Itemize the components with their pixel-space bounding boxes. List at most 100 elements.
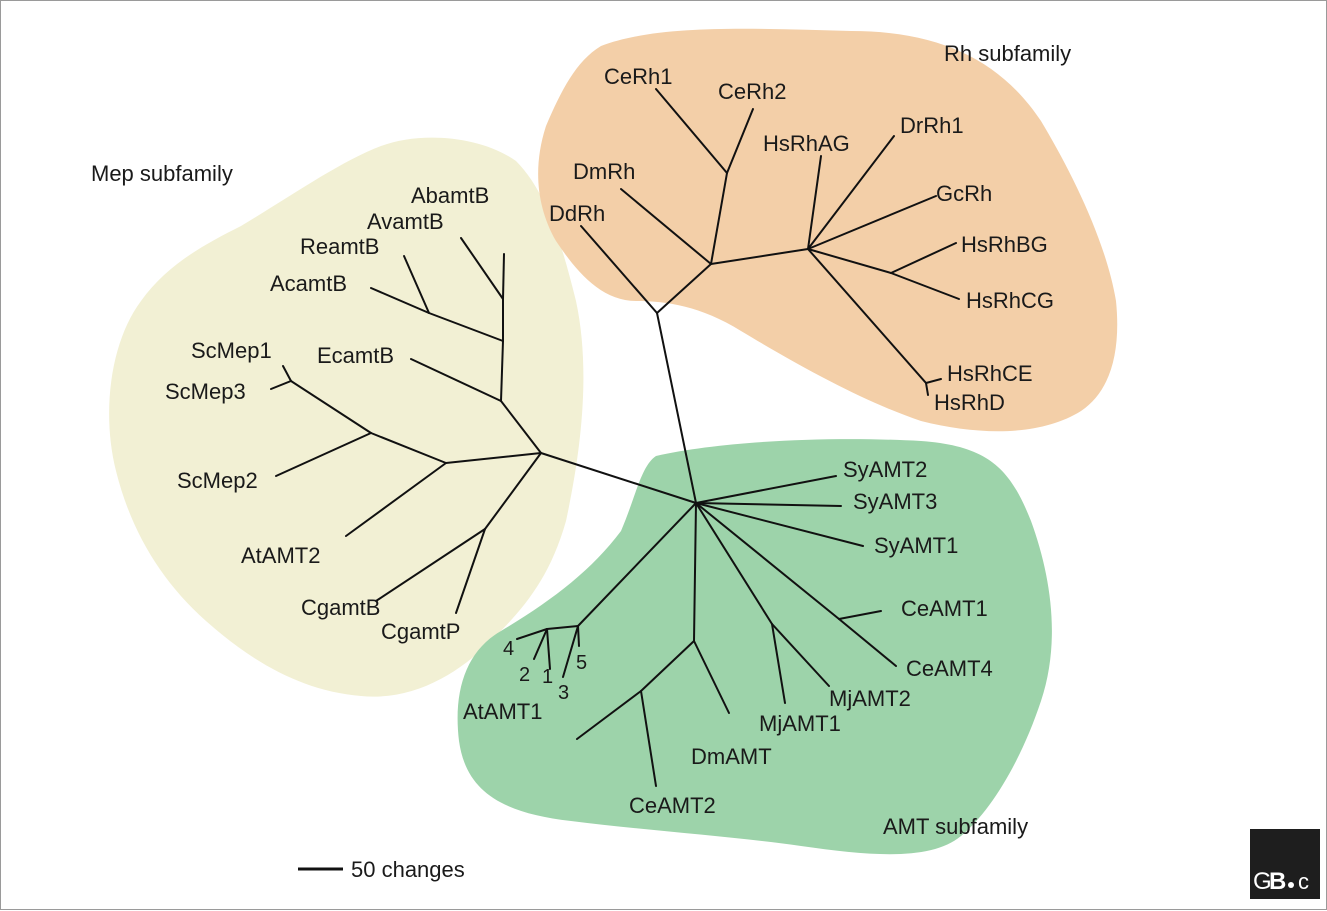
branch	[620, 188, 712, 265]
taxon-label: SyAMT1	[874, 533, 958, 558]
branch	[807, 248, 927, 384]
taxon-label: DrRh1	[900, 113, 964, 138]
taxon-label: MjAMT2	[829, 686, 911, 711]
branch	[580, 225, 658, 314]
branch	[577, 502, 697, 627]
taxon-label: ScMep2	[177, 468, 258, 493]
branch	[370, 287, 430, 314]
branch	[693, 502, 697, 642]
branch	[771, 623, 786, 704]
branch	[656, 263, 712, 314]
taxon-label: HsRhBG	[961, 232, 1048, 257]
branch	[270, 380, 292, 390]
paralog-number: 2	[519, 664, 530, 686]
branch	[890, 272, 960, 300]
branch	[710, 172, 728, 265]
branch	[807, 135, 895, 250]
branch	[460, 237, 504, 300]
amt-subfamily-title: AMT subfamily	[883, 814, 1028, 839]
branch	[500, 400, 542, 454]
branch	[502, 253, 505, 300]
taxon-label: CgamtB	[301, 595, 380, 620]
paralog-number: 3	[558, 682, 569, 704]
branch	[428, 312, 504, 342]
branch	[290, 380, 372, 434]
branch	[410, 358, 502, 402]
taxon-label: CeRh1	[604, 64, 672, 89]
logo-background	[1250, 829, 1320, 899]
tree-branches	[270, 88, 960, 787]
taxon-label: DmAMT	[691, 744, 772, 769]
taxon-label: SyAMT2	[843, 457, 927, 482]
branch	[546, 628, 551, 670]
branch	[710, 248, 809, 265]
branch	[807, 195, 937, 250]
taxon-label: MjAMT1	[759, 711, 841, 736]
taxon-label: HsRhCG	[966, 288, 1054, 313]
rh-subfamily-title: Rh subfamily	[944, 41, 1071, 66]
paralog-number: 1	[542, 666, 553, 688]
taxon-label: DdRh	[549, 201, 605, 226]
taxon-label: CeRh2	[718, 79, 786, 104]
taxon-label: GcRh	[936, 181, 992, 206]
branch	[656, 312, 697, 504]
branch	[500, 340, 504, 402]
rh-subfamily-region	[538, 28, 1118, 432]
branch	[455, 528, 486, 614]
branch	[640, 640, 695, 692]
taxon-label: AbamtB	[411, 183, 489, 208]
mep-subfamily-title: Mep subfamily	[91, 161, 233, 186]
branch	[375, 528, 486, 602]
branch	[695, 502, 842, 507]
taxon-label: ScMep3	[165, 379, 246, 404]
taxon-label: AvamtB	[367, 209, 444, 234]
taxon-label: CeAMT4	[906, 656, 993, 681]
branch	[695, 502, 840, 620]
taxon-label: ReamtB	[300, 234, 379, 259]
branch	[838, 618, 897, 667]
branch	[925, 382, 929, 396]
branch	[533, 628, 548, 660]
taxon-label: HsRhD	[934, 390, 1005, 415]
paralog-number: 5	[576, 652, 587, 674]
branch	[516, 628, 548, 640]
branch	[282, 365, 292, 382]
taxon-label: AtAMT1	[463, 699, 542, 724]
scale-bar-label: 50 changes	[351, 857, 465, 882]
branch	[890, 242, 957, 274]
branch	[576, 690, 642, 740]
taxon-label: CeAMT1	[901, 596, 988, 621]
branch	[562, 625, 579, 678]
taxon-label: AcamtB	[270, 271, 347, 296]
branch	[540, 452, 697, 504]
branch	[838, 610, 882, 620]
branch	[640, 690, 657, 787]
branch	[695, 475, 837, 504]
branch	[403, 255, 430, 314]
branch	[726, 108, 754, 174]
branch	[925, 378, 942, 384]
taxon-label: AtAMT2	[241, 543, 320, 568]
branch	[370, 432, 447, 464]
taxon-label: EcamtB	[317, 343, 394, 368]
branch	[484, 452, 542, 530]
taxon-label: CgamtP	[381, 619, 460, 644]
taxon-label: HsRhCE	[947, 361, 1033, 386]
branch	[695, 502, 773, 625]
branch	[655, 88, 728, 174]
taxon-label: ScMep1	[191, 338, 272, 363]
taxon-label: HsRhAG	[763, 131, 850, 156]
journal-logo: G B c	[1250, 829, 1320, 899]
branch	[445, 452, 542, 464]
branch	[345, 462, 447, 537]
branch	[275, 432, 372, 477]
paralog-number: 4	[503, 638, 514, 660]
branch	[807, 248, 892, 274]
branch	[771, 623, 830, 687]
branch	[577, 625, 580, 647]
branch	[695, 502, 864, 547]
logo-letter-c: c	[1298, 869, 1309, 894]
logo-letter-b: B	[1269, 868, 1286, 895]
